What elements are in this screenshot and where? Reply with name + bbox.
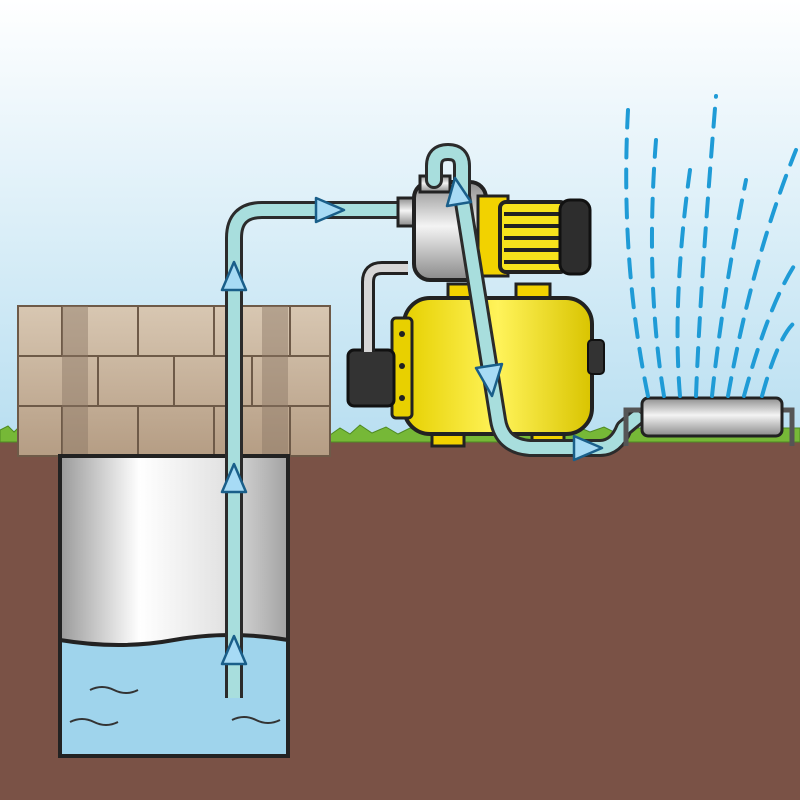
pipe-icon	[425, 143, 645, 457]
pipe-icon	[225, 201, 402, 698]
brick-wall-icon	[17, 305, 331, 457]
motor-icon	[476, 194, 592, 278]
water-spray	[624, 94, 800, 398]
flow-arrow-icon	[445, 176, 604, 462]
flow-arrow-icon	[220, 196, 346, 666]
water-icon	[58, 633, 290, 758]
